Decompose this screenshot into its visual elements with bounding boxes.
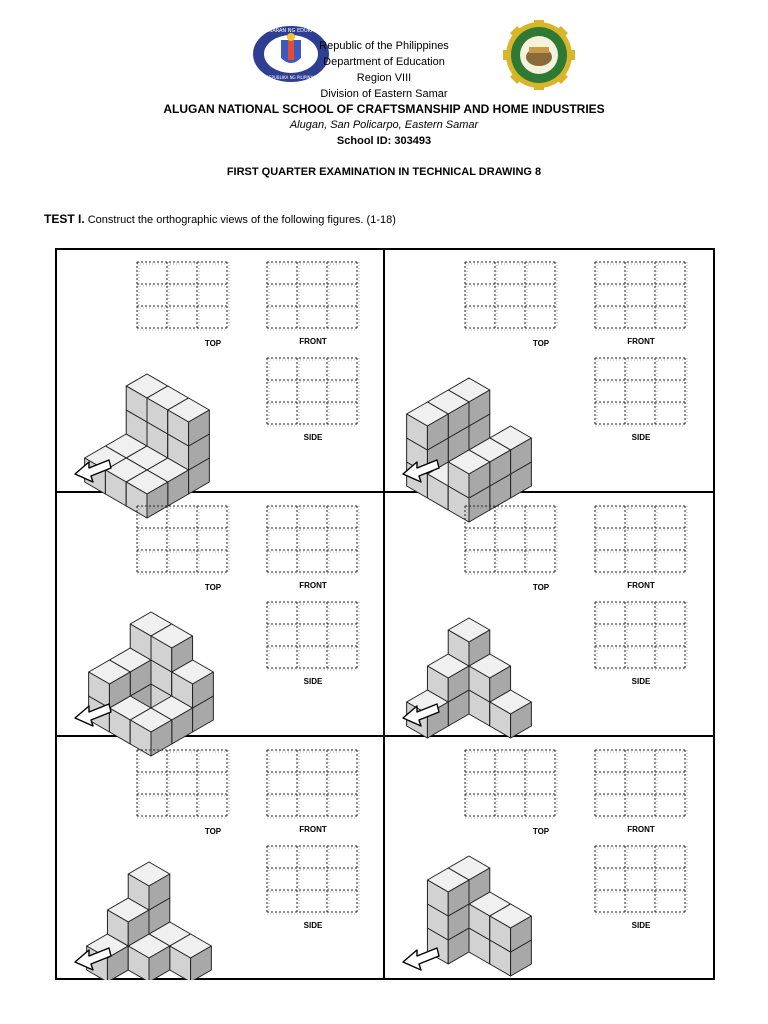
front-view-grid (266, 505, 360, 575)
front-view-grid (266, 261, 360, 331)
front-view-grid (594, 749, 688, 819)
top-view-grid (464, 261, 558, 331)
top-view-grid (136, 261, 230, 331)
isometric-figure (86, 861, 212, 980)
isometric-figure (426, 855, 532, 977)
side-view-grid (266, 357, 360, 427)
side-view-grid (594, 357, 688, 427)
school-id: School ID: 303493 (336, 135, 432, 147)
header-region: Region VIII (356, 72, 412, 84)
top-view-grid (136, 505, 230, 575)
viewing-direction-arrow (74, 947, 112, 971)
figure-cell-2: TOP FRONT SIDE (402, 261, 688, 523)
top-label: TOP (205, 339, 222, 348)
school-seal (503, 20, 575, 90)
viewing-direction-arrow (402, 459, 440, 483)
front-label: FRONT (627, 825, 655, 834)
front-label: FRONT (299, 825, 327, 834)
top-view-grid (136, 749, 230, 819)
top-label: TOP (205, 827, 222, 836)
header-department: Department of Education (323, 56, 445, 68)
isometric-figure (406, 377, 532, 523)
top-label: TOP (533, 339, 550, 348)
top-label: TOP (205, 583, 222, 592)
figure-cell-6: TOP FRONT SIDE (402, 749, 688, 977)
deped-seal-bottom-text: REPUBLIKA NG PILIPINAS (266, 75, 316, 80)
front-label: FRONT (627, 581, 655, 590)
figure-sheet: TOP FRONT SIDE TOP FRONT SIDE TOP FRONT SIDE TOP F… (55, 248, 715, 980)
figure-cell-3: TOP FRONT SIDE (74, 505, 360, 757)
side-label: SIDE (304, 677, 323, 686)
side-label: SIDE (304, 921, 323, 930)
figure-cell-5: TOP FRONT SIDE (74, 749, 360, 980)
viewing-direction-arrow (402, 947, 440, 971)
side-view-grid (266, 601, 360, 671)
side-label: SIDE (632, 677, 651, 686)
test-instruction-text: Construct the orthographic views of the … (87, 214, 396, 226)
figure-cell-1: TOP FRONT SIDE (74, 261, 360, 519)
viewing-direction-arrow (402, 703, 440, 727)
top-label: TOP (533, 827, 550, 836)
side-view-grid (594, 845, 688, 915)
front-view-grid (594, 505, 688, 575)
isometric-figure (88, 611, 214, 757)
deped-seal-text: KAGAWARAN NG EDUKASYON (254, 28, 328, 34)
top-label: TOP (533, 583, 550, 592)
deped-seal: KAGAWARAN NG EDUKASYON REPUBLIKA NG PILI… (253, 26, 329, 82)
top-view-grid (464, 505, 558, 575)
school-name: ALUGAN NATIONAL SCHOOL OF CRAFTSMANSHIP … (163, 102, 605, 116)
school-address: Alugan, San Policarpo, Eastern Samar (289, 119, 479, 131)
top-view-grid (464, 749, 558, 819)
side-label: SIDE (632, 921, 651, 930)
header-republic: Republic of the Philippines (319, 40, 449, 52)
front-label: FRONT (627, 337, 655, 346)
viewing-direction-arrow (74, 703, 112, 727)
front-label: FRONT (299, 581, 327, 590)
side-label: SIDE (304, 433, 323, 442)
viewing-direction-arrow (74, 459, 112, 483)
exam-title: FIRST QUARTER EXAMINATION IN TECHNICAL D… (226, 166, 542, 178)
test-label: TEST I. (44, 212, 85, 226)
figure-cell-4: TOP FRONT SIDE (402, 505, 688, 739)
front-label: FRONT (299, 337, 327, 346)
isometric-figure (406, 617, 532, 739)
front-view-grid (266, 749, 360, 819)
test-instruction: TEST I. Construct the orthographic views… (44, 212, 396, 226)
side-view-grid (594, 601, 688, 671)
side-view-grid (266, 845, 360, 915)
front-view-grid (594, 261, 688, 331)
header-division: Division of Eastern Samar (320, 88, 448, 100)
side-label: SIDE (632, 433, 651, 442)
isometric-figure (84, 373, 210, 519)
